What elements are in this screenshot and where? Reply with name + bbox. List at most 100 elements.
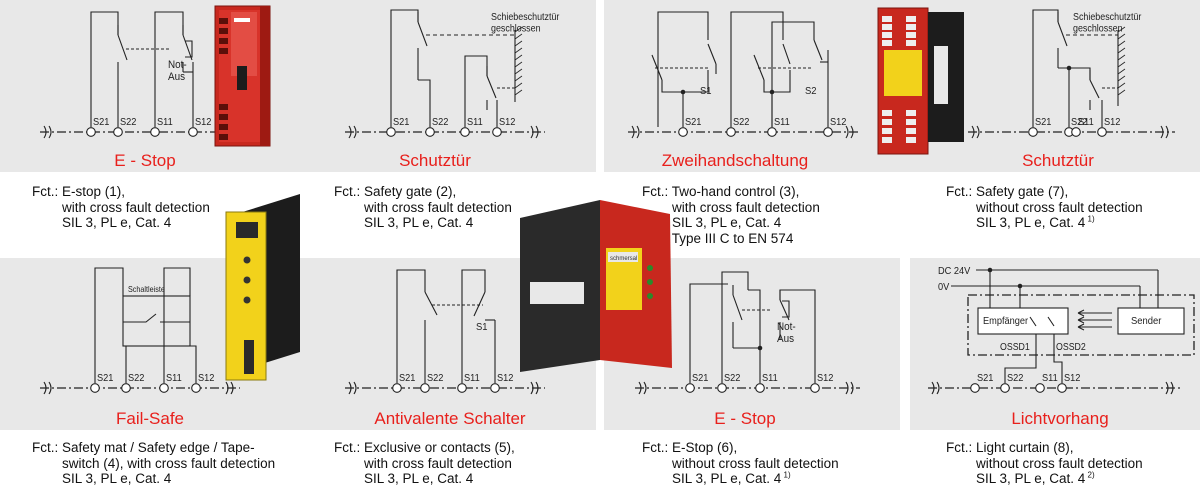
fct-antivalent5: Fct.: Exclusive or contacts (5), with cr… bbox=[334, 440, 515, 487]
relay-photo-top-left bbox=[214, 5, 271, 147]
ossd1-label: OSSD1 bbox=[1000, 340, 1030, 352]
svg-text:S12: S12 bbox=[499, 117, 515, 129]
panel-title-twohand3: Zweihandschaltung bbox=[662, 151, 808, 170]
sliding-door-icon-2 bbox=[1117, 26, 1126, 106]
terminal-s11-estop6: S11 bbox=[755, 373, 778, 393]
terminal-s22-estop1: S22 bbox=[113, 117, 136, 137]
fct-line: Fct.: E-stop (1), bbox=[32, 184, 126, 199]
relay-photo-yellow-black bbox=[225, 194, 300, 381]
terminal-s12-antivalent5: S12 bbox=[490, 373, 513, 393]
svg-text:S11: S11 bbox=[157, 117, 173, 129]
terminal-s11-gate2: S11 bbox=[460, 117, 483, 137]
svg-text:S11: S11 bbox=[1042, 373, 1058, 385]
terminal-s11-estop1: S11 bbox=[150, 117, 173, 137]
supply-0v: 0V bbox=[938, 282, 950, 294]
terminal-s12-estop1: S12 bbox=[188, 117, 211, 137]
panel-title-estop1: E - Stop bbox=[114, 151, 175, 170]
supply-dc24v: DC 24V bbox=[938, 266, 971, 278]
fct-line: Fct.: Safety gate (2), bbox=[334, 184, 457, 199]
switch-label-estop1: Not-Aus bbox=[168, 60, 187, 84]
switch-label-antivalent: S1 bbox=[476, 322, 488, 334]
fct-line: with cross fault detection bbox=[642, 199, 820, 215]
terminal-s22-gate2: S22 bbox=[425, 117, 448, 137]
svg-text:Not-: Not- bbox=[777, 322, 796, 334]
svg-text:S22: S22 bbox=[1007, 373, 1023, 385]
terminal-s11-twohand3: S11 bbox=[767, 117, 790, 137]
terminal-s22-antivalent5: S22 bbox=[420, 373, 443, 393]
switch-label-s2: S2 bbox=[805, 86, 817, 98]
terminal-s21-antivalent5: S21 bbox=[392, 373, 416, 393]
footnote-mark: 1) bbox=[781, 470, 791, 480]
svg-text:Aus: Aus bbox=[168, 72, 185, 84]
panel-title-curtain8: Lichtvorhang bbox=[1011, 409, 1108, 428]
footnote-mark: 1) bbox=[1085, 214, 1095, 224]
fct-line: without cross fault detection bbox=[642, 455, 839, 471]
svg-text:S12: S12 bbox=[830, 117, 846, 129]
panel-bg-curtain8 bbox=[910, 258, 1200, 430]
receiver-box: Empfänger bbox=[977, 307, 1069, 335]
svg-text:S11: S11 bbox=[762, 373, 778, 385]
svg-text:Not-: Not- bbox=[168, 60, 187, 72]
terminal-s21-estop1: S21 bbox=[86, 117, 110, 137]
svg-text:S12: S12 bbox=[817, 373, 833, 385]
terminal-s22-failsafe4: S22 bbox=[121, 373, 144, 393]
terminal-s22-twohand3: S22 bbox=[726, 117, 749, 137]
safety-mat-box bbox=[122, 295, 191, 347]
svg-text:S11: S11 bbox=[1078, 117, 1094, 129]
svg-text:S12: S12 bbox=[497, 373, 513, 385]
terminal-s21-curtain8: S21 bbox=[970, 373, 994, 393]
terminal-s22-curtain8: S22 bbox=[1000, 373, 1023, 393]
fct-line: without cross fault detection bbox=[946, 455, 1143, 471]
fct-gate2: Fct.: Safety gate (2), with cross fault … bbox=[334, 184, 512, 231]
fct-line: SIL 3, PL e, Cat. 4 1) bbox=[642, 470, 791, 486]
svg-text:geschlossen: geschlossen bbox=[1073, 23, 1123, 35]
fct-estop1: Fct.: E-stop (1), with cross fault detec… bbox=[32, 184, 210, 231]
fct-line: SIL 3, PL e, Cat. 4 bbox=[334, 471, 474, 486]
terminal-s11-gate7: S11 bbox=[1071, 117, 1094, 137]
svg-text:S21: S21 bbox=[977, 373, 994, 385]
fct-line: Fct.: Safety gate (7), bbox=[946, 184, 1069, 199]
svg-text:S11: S11 bbox=[467, 117, 483, 129]
fct-line: SIL 3, PL e, Cat. 4 2) bbox=[946, 470, 1095, 486]
panel-estop1: S21 S22 S11 S12 E - Stop Not-Aus bbox=[40, 11, 240, 170]
svg-text:S11: S11 bbox=[166, 373, 182, 385]
panel-title-antivalent5: Antivalente Schalter bbox=[374, 409, 526, 428]
fct-line: Fct.: Exclusive or contacts (5), bbox=[334, 440, 515, 455]
fct-line: without cross fault detection bbox=[946, 199, 1143, 215]
fct-line: Fct.: E-Stop (6), bbox=[642, 440, 738, 455]
svg-text:S21: S21 bbox=[93, 117, 110, 129]
fct-line: SIL 3, PL e, Cat. 4 1) bbox=[946, 214, 1095, 230]
fct-line: SIL 3, PL e, Cat. 4 bbox=[642, 215, 782, 230]
svg-text:S21: S21 bbox=[97, 373, 114, 385]
fct-line: SIL 3, PL e, Cat. 4 bbox=[32, 215, 172, 230]
terminal-s21-twohand3: S21 bbox=[678, 117, 702, 137]
terminal-s11-antivalent5: S11 bbox=[457, 373, 480, 393]
fct-line: Fct.: Light curtain (8), bbox=[946, 440, 1074, 455]
svg-text:geschlossen: geschlossen bbox=[491, 23, 541, 35]
fct-line: switch (4), with cross fault detection bbox=[32, 455, 276, 471]
switch-label-s1: S1 bbox=[700, 86, 712, 98]
terminal-s12-gate7: S12 bbox=[1097, 117, 1120, 137]
sliding-door-icon bbox=[514, 26, 523, 102]
svg-text:Schiebeschutztür: Schiebeschutztür bbox=[491, 11, 560, 23]
light-curtain-frame bbox=[967, 294, 1195, 356]
svg-text:S22: S22 bbox=[120, 117, 136, 129]
svg-text:S12: S12 bbox=[1064, 373, 1080, 385]
panel-title-failsafe4: Fail-Safe bbox=[116, 409, 184, 428]
svg-text:S22: S22 bbox=[128, 373, 144, 385]
fct-line: SIL 3, PL e, Cat. 4 bbox=[32, 471, 172, 486]
light-beams-icon bbox=[1077, 309, 1112, 331]
sender-box: Sender bbox=[1117, 307, 1185, 335]
svg-text:S11: S11 bbox=[464, 373, 480, 385]
svg-text:S12: S12 bbox=[1104, 117, 1120, 129]
relay-photo-top-right bbox=[877, 7, 964, 155]
svg-text:Aus: Aus bbox=[777, 334, 794, 346]
switch-label-failsafe: Schaltleiste bbox=[128, 284, 165, 294]
svg-text:Empfänger: Empfänger bbox=[983, 316, 1029, 328]
terminal-s12-twohand3: S12 bbox=[823, 117, 846, 137]
